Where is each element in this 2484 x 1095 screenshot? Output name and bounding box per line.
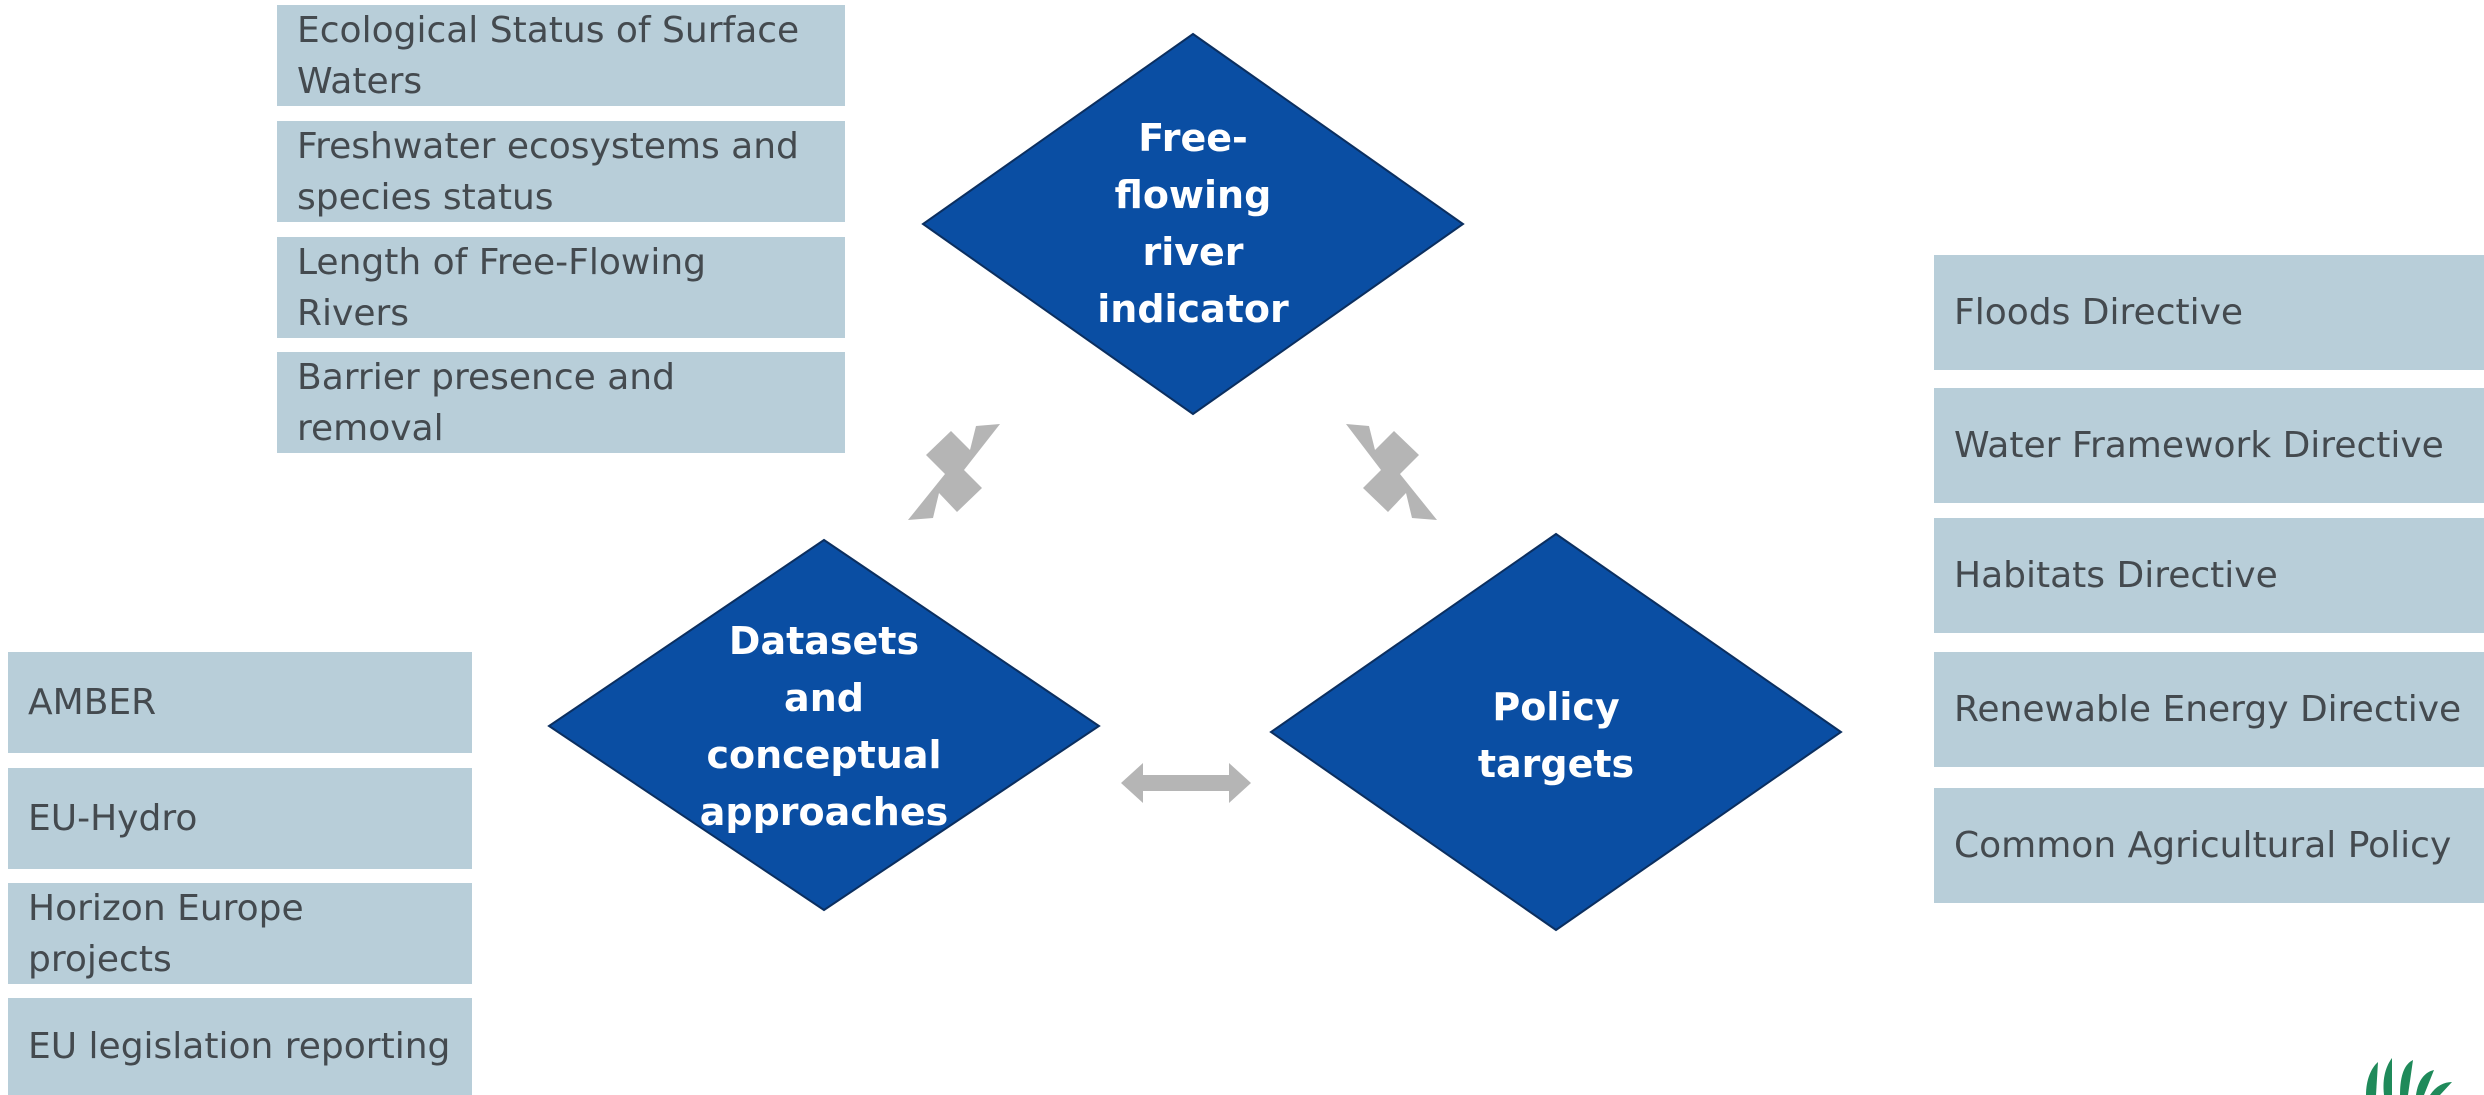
- dataset-box: EU-Hydro: [8, 768, 472, 869]
- indicator-box: Ecological Status of Surface Waters: [277, 5, 845, 106]
- policy-diamond-label: Policy targets: [1477, 685, 1635, 786]
- policy-box: Water Framework Directive: [1934, 388, 2484, 503]
- dataset-box: Horizon Europe projects: [8, 883, 472, 984]
- double-arrow-icon: [1346, 424, 1437, 520]
- logo-leaf-icon: [2366, 1058, 2452, 1095]
- policy-box: Common Agricultural Policy: [1934, 788, 2484, 903]
- dataset-box: EU legislation reporting: [8, 998, 472, 1095]
- datasets-diamond: [547, 538, 1101, 912]
- dataset-box: AMBER: [8, 652, 472, 753]
- policy-box: Floods Directive: [1934, 255, 2484, 370]
- policy-box: Renewable Energy Directive: [1934, 652, 2484, 767]
- policy-diamond: [1269, 532, 1843, 932]
- datasets-diamond-label: Datasets and conceptual approaches: [699, 619, 949, 834]
- double-arrow-icon: [1121, 763, 1251, 803]
- policy-box: Habitats Directive: [1934, 518, 2484, 633]
- indicator-box: Freshwater ecosystems and species status: [277, 121, 845, 222]
- indicator-diamond: [921, 32, 1465, 416]
- indicator-box: Barrier presence and removal: [277, 352, 845, 453]
- indicator-diamond-label: Free- flowing river indicator: [1097, 116, 1289, 331]
- indicator-box: Length of Free-Flowing Rivers: [277, 237, 845, 338]
- double-arrow-icon: [908, 424, 1000, 520]
